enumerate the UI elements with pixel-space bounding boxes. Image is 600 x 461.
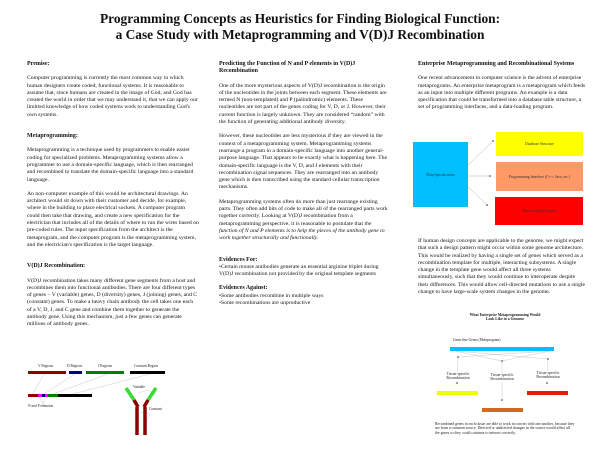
recombined-v-segment [28, 394, 38, 397]
column-n-p-elements: Predicting the Function of N and P eleme… [219, 61, 389, 307]
recomb-line-2: Recombination [490, 377, 514, 382]
evidence-against-item: Some recombinations are unproductive [219, 300, 389, 307]
np-text-3: Metaprogramming systems often do more th… [219, 199, 389, 243]
genome-diagram-caption: Recombined genes in each tissue are able… [435, 422, 575, 435]
genome-diagram: What Enterprise Metaprogramming Would Lo… [405, 313, 600, 461]
v-region-bar [28, 371, 66, 374]
metaprogramming-heading: Metaprogramming: [27, 133, 78, 140]
poster-title: Programming Concepts as Heuristics for F… [0, 11, 600, 43]
label-n-p-elements: N and P elements [28, 404, 54, 408]
recomb-line-1: Tissue-specific [490, 373, 514, 377]
label-v-regions: V Regions [38, 364, 54, 368]
gene-diagram-lines [32, 373, 158, 435]
genome-title-line-2: Look Like in a Genome [485, 317, 525, 322]
vdj-text: V(D)J recombination takes many different… [27, 277, 198, 328]
label-variable: Variable [133, 385, 145, 389]
recomb-line-2: Recombination [446, 376, 470, 381]
np-hypothesis: the function of N and P elements is to h… [219, 220, 385, 242]
title-line-1: Programming Concepts as Heuristics for F… [99, 11, 501, 26]
data-loading-program-box: Data-loading Program [495, 197, 583, 225]
evidence-for-heading: Evidences For: [219, 256, 258, 263]
database-structure-box: Database Structure [496, 132, 583, 156]
metaprogramming-text-1: Metaprogramming is a technique used by p… [27, 147, 194, 183]
label-j-regions: J Regions [98, 364, 113, 368]
recomb-line-2: Recombination [536, 375, 560, 380]
np-heading: Predicting the Function of N and P eleme… [219, 61, 356, 75]
data-specification-box: Data Specification [413, 142, 468, 207]
enterprise-diagram: Data Specification Database Structure Pr… [405, 132, 600, 230]
evidence-for-item: Certain mouse antibodies generate an ess… [219, 264, 389, 279]
programming-interface-box: Programming Interface (C++, Java, etc.) [496, 162, 583, 191]
vdj-gene-diagram: V Regions D Regions J Regions Constant R… [0, 360, 205, 460]
enterprise-text-1: One recent advancement in computer scien… [418, 75, 586, 111]
label-constant: Constant [149, 407, 162, 411]
np-text-2: However, these nucleotides are less myst… [219, 133, 387, 191]
d-region-bar [69, 371, 82, 374]
recombination-label-center: Tissue-specific Recombination [484, 373, 520, 382]
enterprise-heading: Enterprise Metaprogramming and Recombina… [418, 61, 575, 67]
label-constant-region: Constant Region [134, 364, 159, 368]
constant-region-bar [130, 371, 165, 374]
enterprise-text-2: If human design concepts are applicable … [418, 238, 586, 296]
premise-heading: Premise: [27, 61, 50, 67]
recombined-j-segment [48, 394, 58, 397]
genome-title-line-1: What Enterprise Metaprogramming Would [469, 313, 541, 317]
recombination-label-left: Tissue-specific Recombination [440, 372, 476, 381]
j-region-bar [86, 371, 124, 374]
title-line-2: a Case Study with Metaprogramming and V(… [115, 27, 485, 42]
label-d-regions: D Regions [67, 364, 83, 368]
recombination-label-right: Tissue-specific Recombination [530, 371, 566, 380]
column-enterprise-continued: If human design concepts are applicable … [418, 238, 586, 296]
column-premise: Premise: Computer programming is current… [27, 61, 199, 329]
genome-diagram-title: What Enterprise Metaprogramming Would Lo… [445, 313, 565, 322]
evidence-against-heading: Evidences Against: [219, 285, 268, 292]
metaprogramming-text-2: An non-computer example of this would be… [27, 190, 199, 248]
evidence-against-item: Some antibodies recombine in multiple wa… [219, 293, 389, 300]
recomb-line-1: Tissue-specific [536, 371, 560, 375]
germline-label: Germ-line Genes (Metaprogram) [453, 338, 501, 342]
np-text-1: One of the more mysterious aspects of V(… [219, 82, 387, 126]
recomb-line-1: Tissue-specific [446, 372, 470, 376]
vdj-heading: V(D)J Recombination: [27, 263, 86, 270]
genome-arrows [437, 347, 568, 412]
np-element-2 [45, 394, 48, 397]
column-enterprise: Enterprise Metaprogramming and Recombina… [418, 61, 586, 112]
recombined-d-segment [42, 394, 45, 397]
np-element-1 [38, 394, 42, 397]
premise-text: Computer programming is currently the mo… [27, 75, 198, 118]
np-text-3-plain: Metaprogramming systems often do more th… [219, 198, 388, 227]
recombined-c-segment [58, 394, 92, 397]
